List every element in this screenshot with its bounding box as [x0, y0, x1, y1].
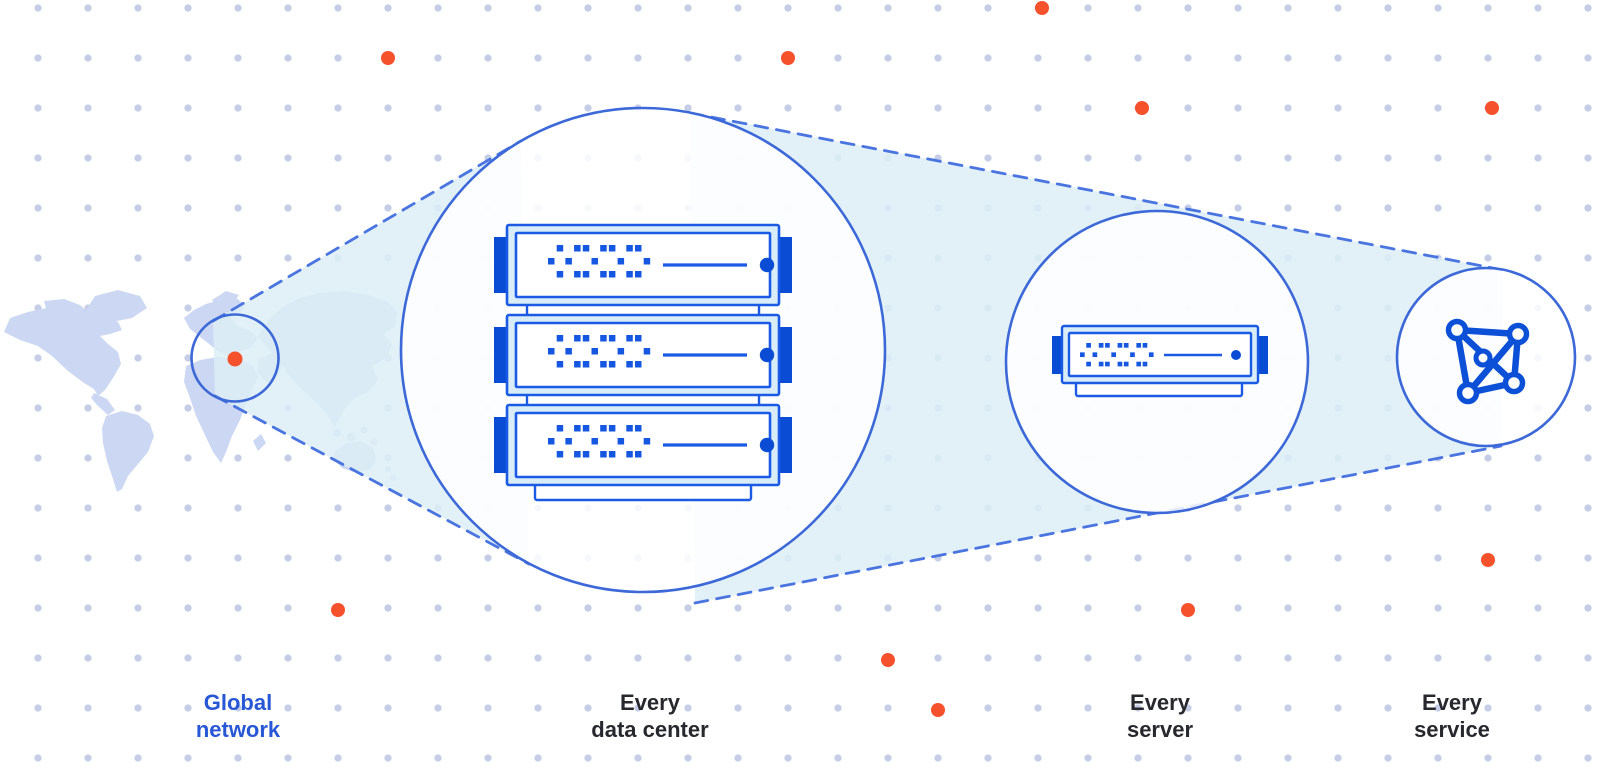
orange-grid-dot: [331, 603, 345, 617]
orange-grid-dot: [781, 51, 795, 65]
map-region-north-america: [4, 299, 122, 396]
label-line: server: [1126, 717, 1194, 742]
label-every-data-center: Every data center: [591, 689, 708, 743]
map-region-scandinavia: [212, 291, 239, 308]
label-every-server: Every server: [1127, 689, 1193, 743]
label-every-service: Every service: [1414, 689, 1490, 743]
dashed-guide-line: [688, 111, 1505, 272]
label-line: Every: [1422, 690, 1482, 715]
label-line: Global: [203, 690, 273, 715]
label-global-network: Global network: [196, 689, 280, 743]
orange-grid-dot: [1035, 1, 1049, 15]
network-mesh-icon: [1445, 318, 1530, 405]
server-rack-icon: [494, 225, 792, 502]
orange-grid-dot: [1135, 101, 1149, 115]
dashed-guide-lines: [211, 111, 1505, 605]
orange-grid-dot: [881, 653, 895, 667]
orange-grid-dot: [1485, 101, 1499, 115]
map-region-greenland: [86, 290, 147, 322]
map-region-madagascar: [253, 434, 266, 451]
single-server-icon: [1052, 324, 1268, 398]
orange-grid-dot: [1481, 553, 1495, 567]
orange-grid-dots: [331, 1, 1499, 717]
dashed-guide-line: [213, 394, 531, 566]
dashed-guide-line: [211, 139, 523, 323]
map-region-central-america: [91, 393, 115, 415]
location-dot: [227, 351, 243, 367]
orange-grid-dot: [931, 703, 945, 717]
orange-grid-dot: [381, 51, 395, 65]
map-region-south-america: [102, 411, 154, 492]
label-line: Every: [620, 690, 680, 715]
label-line: service: [1414, 717, 1490, 742]
label-line: network: [195, 717, 281, 742]
label-line: Every: [1130, 690, 1190, 715]
dashed-guide-line: [693, 444, 1503, 605]
map-highlight-circle: [190, 313, 280, 403]
orange-grid-dot: [1181, 603, 1195, 617]
label-line: data center: [591, 717, 709, 742]
